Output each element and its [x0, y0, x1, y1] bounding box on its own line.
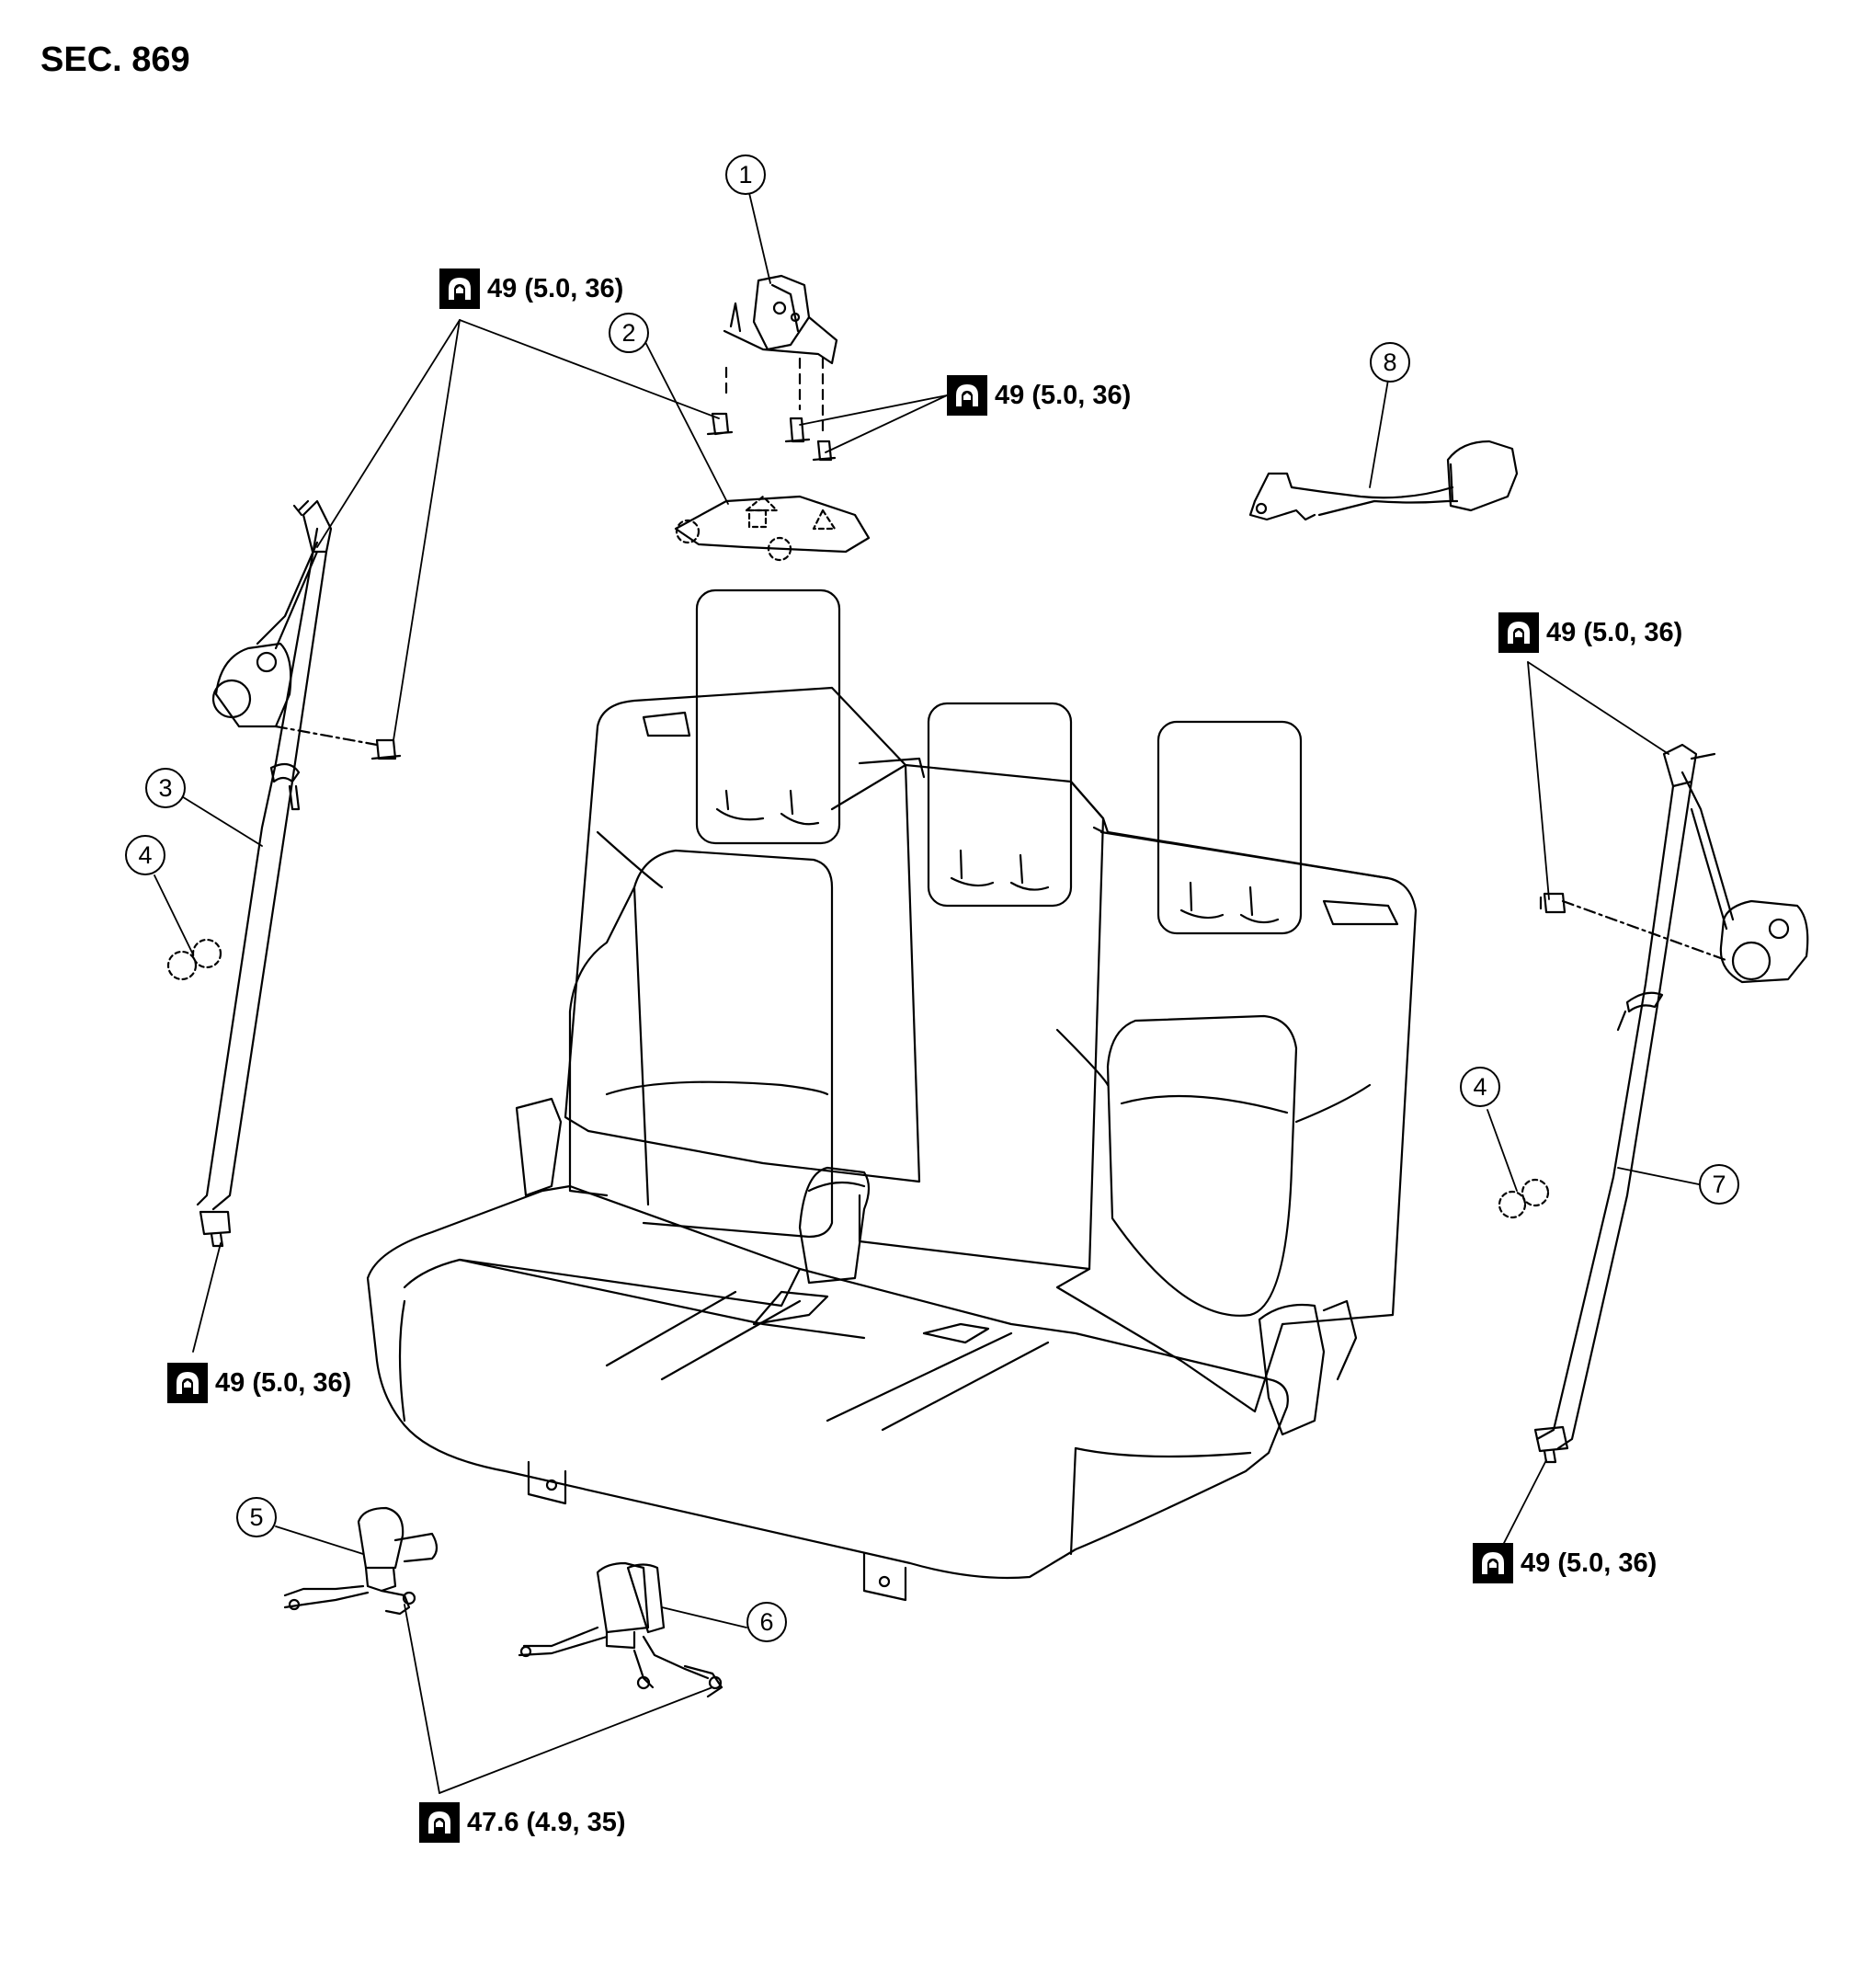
right-seat-belt — [1533, 743, 1809, 1464]
torque-spec-top-center: 49 (5.0, 36) — [947, 375, 1131, 416]
torque-wrench-icon — [1473, 1543, 1513, 1583]
callout-3: 3 — [145, 768, 186, 808]
torque-wrench-icon — [419, 1802, 460, 1843]
callout-8-label: 8 — [1383, 348, 1397, 376]
torque-spec-right-lower: 49 (5.0, 36) — [1473, 1543, 1657, 1583]
rear-seat — [366, 588, 1418, 1602]
section-title: SEC. 869 — [40, 40, 190, 79]
torque-wrench-icon — [167, 1363, 208, 1403]
callout-1: 1 — [725, 154, 766, 195]
callout-5-label: 5 — [249, 1502, 264, 1531]
right-clips — [1498, 1178, 1550, 1219]
callout-4-right-label: 4 — [1473, 1072, 1487, 1101]
torque-value: 49 (5.0, 36) — [1546, 617, 1683, 647]
callout-6: 6 — [746, 1602, 787, 1642]
leader-lines — [154, 192, 1700, 1794]
center-buckle — [518, 1561, 723, 1698]
torque-spec-left-lower: 49 (5.0, 36) — [167, 1363, 351, 1403]
callout-4-left-label: 4 — [138, 840, 153, 869]
torque-wrench-icon — [1498, 612, 1539, 653]
callout-7: 7 — [1699, 1164, 1739, 1205]
callout-8: 8 — [1370, 342, 1410, 383]
callout-5: 5 — [236, 1497, 277, 1537]
callout-2-label: 2 — [621, 318, 636, 347]
callout-1-label: 1 — [738, 160, 753, 189]
torque-spec-top-left: 49 (5.0, 36) — [439, 268, 623, 309]
callout-3-label: 3 — [158, 773, 173, 802]
torque-wrench-icon — [439, 268, 480, 309]
callout-4-right: 4 — [1460, 1067, 1500, 1107]
center-retractor — [706, 274, 838, 462]
callout-6-label: 6 — [759, 1607, 774, 1636]
torque-spec-buckle: 47.6 (4.9, 35) — [419, 1802, 626, 1843]
center-lap-belt — [1248, 440, 1519, 521]
torque-value: 49 (5.0, 36) — [487, 273, 624, 303]
callout-4-left: 4 — [125, 835, 165, 875]
callout-2: 2 — [609, 313, 649, 353]
torque-spec-right-upper: 49 (5.0, 36) — [1498, 612, 1682, 653]
left-buckle — [283, 1506, 439, 1616]
torque-wrench-icon — [947, 375, 987, 416]
left-clips — [166, 938, 222, 981]
torque-value: 47.6 (4.9, 35) — [467, 1807, 626, 1837]
torque-value: 49 (5.0, 36) — [215, 1367, 352, 1398]
callout-7-label: 7 — [1712, 1170, 1726, 1198]
torque-value: 49 (5.0, 36) — [1521, 1548, 1658, 1578]
left-seat-belt — [196, 499, 402, 1248]
retractor-cover — [674, 495, 871, 562]
torque-value: 49 (5.0, 36) — [995, 380, 1132, 410]
